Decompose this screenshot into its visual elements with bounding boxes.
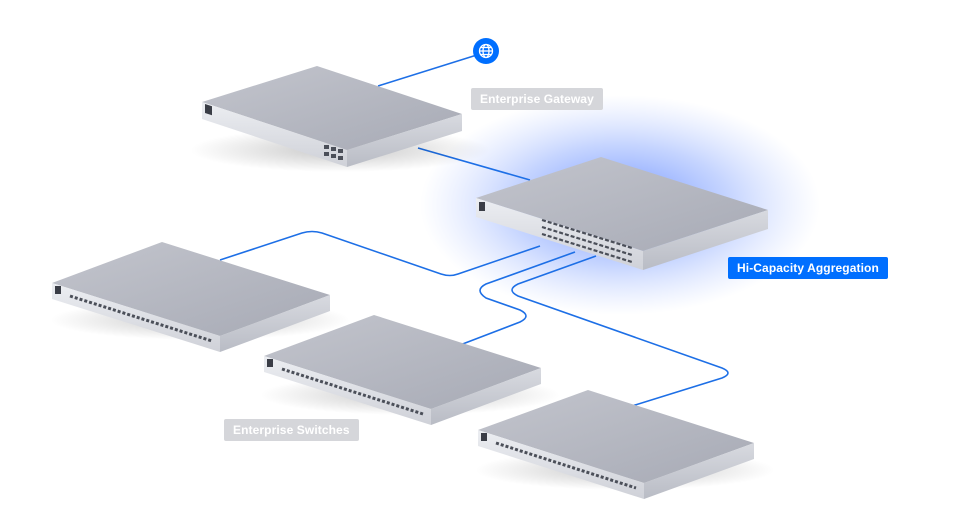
access-switch-2 <box>260 315 560 425</box>
internet-node <box>473 38 499 64</box>
link-internet-gateway <box>377 53 481 87</box>
access-switch-1 <box>50 242 350 352</box>
switches-label: Enterprise Switches <box>224 419 359 441</box>
link-aggregation-switch-2 <box>459 251 576 346</box>
link-lines <box>219 53 729 407</box>
access-switch-3 <box>475 390 775 499</box>
link-aggregation-switch-3 <box>511 255 729 407</box>
gateway-label: Enterprise Gateway <box>471 88 603 110</box>
aggregation-switch-device <box>476 157 768 270</box>
switch-3-ports <box>495 441 637 490</box>
aggregation-label: Hi-Capacity Aggregation <box>728 257 888 279</box>
gateway-device <box>190 66 490 172</box>
globe-icon <box>478 43 494 59</box>
link-aggregation-switch-1 <box>219 230 541 277</box>
aggregation-sfp-ports <box>541 218 633 264</box>
gateway-ports <box>324 145 343 160</box>
